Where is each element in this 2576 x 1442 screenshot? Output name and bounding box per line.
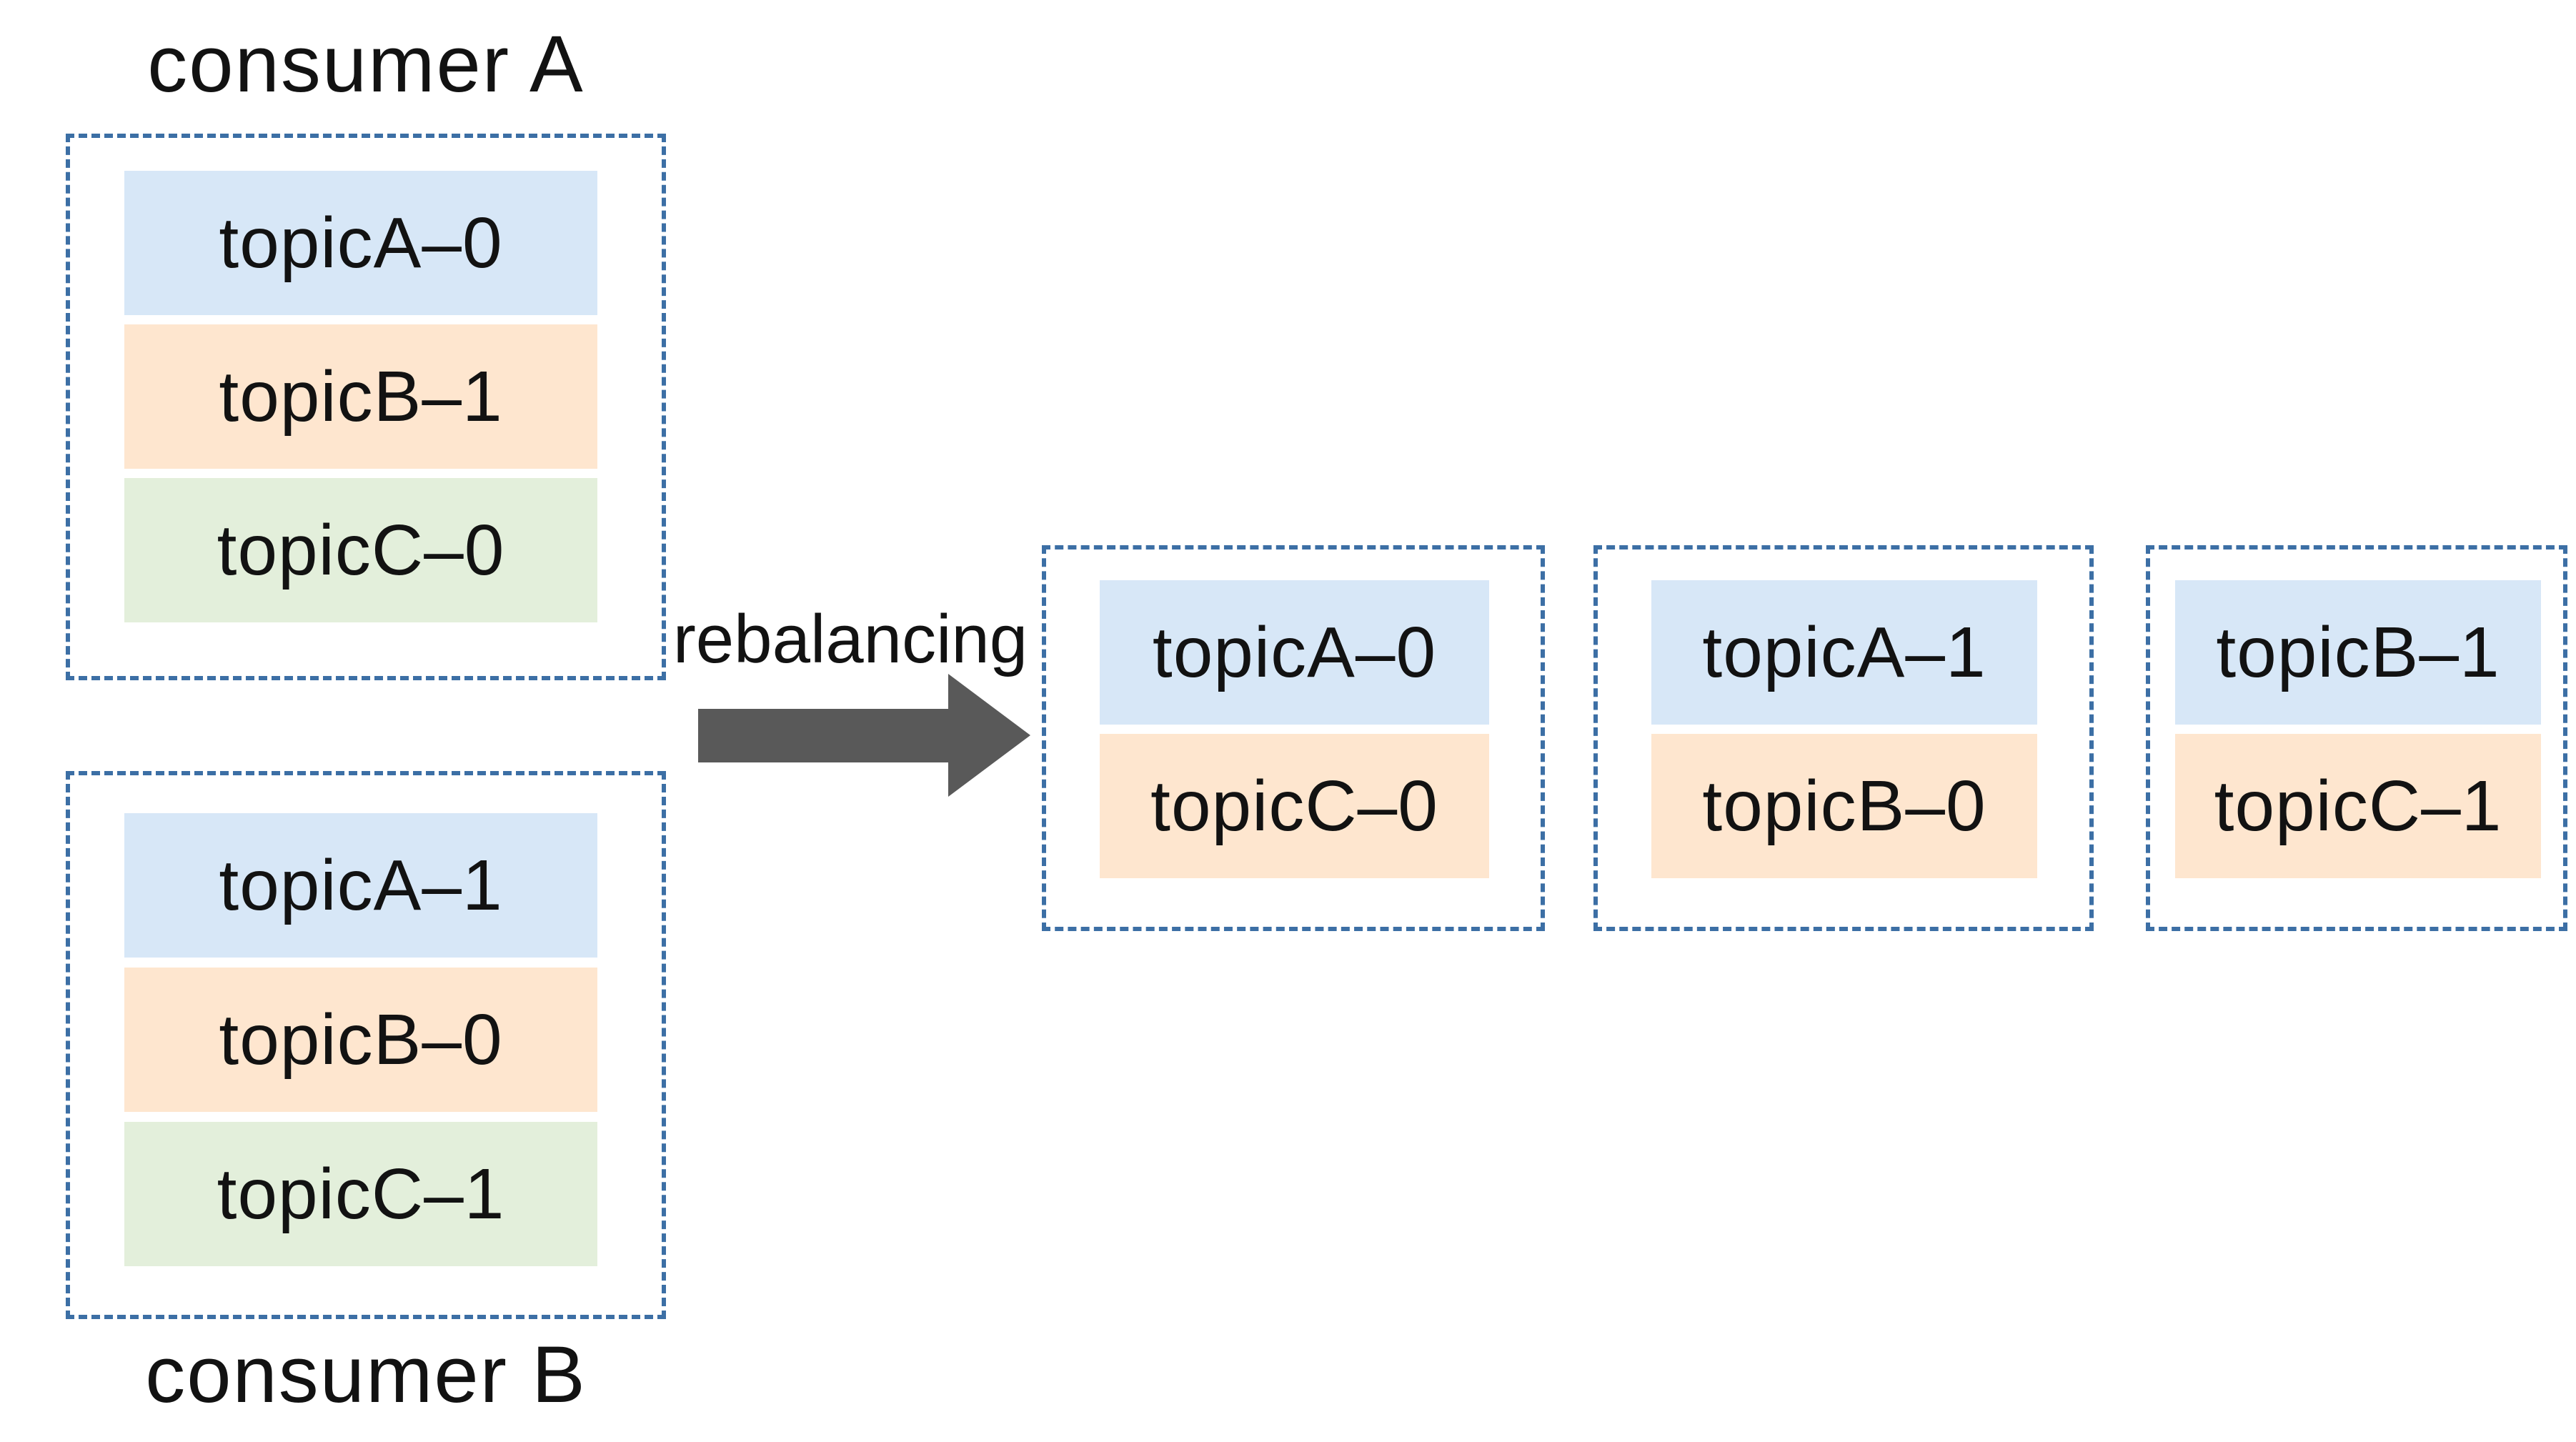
- arrow-shaft: [698, 709, 948, 762]
- partition-topicC-0-after: topicC–0: [1100, 734, 1489, 878]
- consumer-b-title: consumer B: [145, 1329, 587, 1419]
- consumer-a-box: topicA–0 topicB–1 topicC–0: [66, 134, 666, 680]
- partition-topicB-0-after: topicB–0: [1651, 734, 2037, 878]
- arrow-head: [948, 674, 1030, 797]
- partition-topicC-0: topicC–0: [124, 478, 597, 622]
- partition-topicB-1-after: topicB–1: [2175, 580, 2541, 725]
- partition-topicA-1: topicA–1: [124, 813, 597, 958]
- rebalanced-box-2: topicA–1 topicB–0: [1593, 545, 2094, 931]
- partition-topicB-0: topicB–0: [124, 968, 597, 1112]
- partition-topicB-1: topicB–1: [124, 324, 597, 469]
- consumer-b-box: topicA–1 topicB–0 topicC–1: [66, 771, 666, 1319]
- rebalanced-box-3: topicB–1 topicC–1: [2146, 545, 2567, 931]
- rebalancing-label: rebalancing: [672, 600, 1028, 677]
- partition-topicA-0: topicA–0: [124, 171, 597, 315]
- partition-topicA-0-after: topicA–0: [1100, 580, 1489, 725]
- partition-topicC-1: topicC–1: [124, 1122, 597, 1266]
- consumer-a-title: consumer A: [147, 19, 585, 109]
- rebalanced-box-1: topicA–0 topicC–0: [1042, 545, 1545, 931]
- partition-topicC-1-after: topicC–1: [2175, 734, 2541, 878]
- partition-topicA-1-after: topicA–1: [1651, 580, 2037, 725]
